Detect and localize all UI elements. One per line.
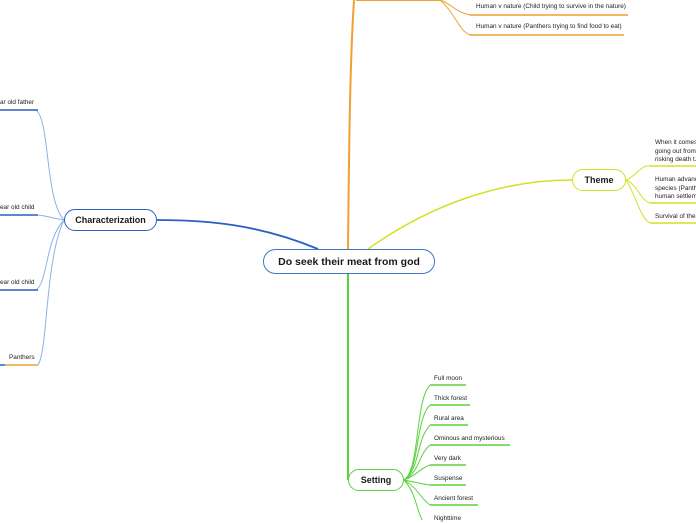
connector-char-2 [35, 214, 65, 221]
setting-item-5[interactable]: Very dark [434, 455, 461, 462]
connector-root-theme [367, 179, 573, 250]
char-item-4[interactable]: Panthers [9, 354, 35, 361]
theme-item-2[interactable]: Human advanc... species (Panth... human … [655, 176, 696, 200]
setting-item-3[interactable]: Rural area [434, 415, 464, 422]
connector-conflict-2 [439, 0, 471, 36]
characterization-node[interactable]: Characterization [64, 209, 157, 231]
connector-set-8 [403, 479, 423, 520]
connector-set-7 [403, 479, 431, 506]
connector-theme-1 [625, 165, 651, 181]
connector-set-4 [403, 444, 431, 481]
connector-set-3 [403, 424, 431, 481]
conflict-item-2-detail: (Panthers trying to find food to eat) [523, 23, 622, 30]
conflict-item-2-label: Human v nature [476, 23, 522, 30]
connector-root-conflict [347, 0, 355, 250]
theme-label: Theme [584, 175, 614, 185]
setting-item-8[interactable]: Nighttime [434, 515, 461, 522]
setting-item-4[interactable]: Ominous and mysterious [434, 435, 505, 442]
connector-set-2 [403, 404, 431, 481]
connector-theme-2 [625, 179, 651, 204]
setting-label: Setting [360, 475, 392, 485]
connector-set-6 [403, 479, 431, 486]
characterization-label: Characterization [75, 215, 146, 225]
conflict-item-1[interactable]: Human v nature (Child trying to survive … [476, 3, 626, 12]
char-item-3[interactable]: ear old child [0, 279, 35, 286]
conflict-item-1-label: Human v nature [476, 3, 522, 10]
setting-item-2[interactable]: Thick forest [434, 395, 468, 402]
theme-node[interactable]: Theme [572, 169, 626, 191]
setting-item-7[interactable]: Ancient forest [434, 495, 474, 502]
connector-char-1 [35, 109, 65, 221]
connector-root-characterization [156, 219, 319, 250]
setting-node[interactable]: Setting [348, 469, 404, 491]
setting-item-6[interactable]: Suspense [434, 475, 463, 482]
char-item-2[interactable]: ear old child [0, 204, 35, 211]
connector-char-3 [35, 219, 65, 291]
conflict-item-1-detail: (Child trying to survive in the nature) [523, 3, 626, 10]
connector-theme-3 [625, 179, 651, 224]
conflict-item-2[interactable]: Human v nature (Panthers trying to find … [476, 23, 622, 32]
connector-conflict-1 [439, 0, 471, 16]
connector-set-5 [403, 464, 431, 481]
theme-item-3[interactable]: Survival of the... [655, 213, 696, 220]
central-topic-label: Do seek their meat from god [278, 255, 420, 268]
setting-item-1[interactable]: Full moon [434, 375, 463, 382]
char-item-1[interactable]: ar old father [0, 99, 35, 106]
connector-char-4 [37, 219, 65, 366]
theme-item-1[interactable]: When it comes... going out from... riski… [655, 139, 696, 163]
central-topic-node[interactable]: Do seek their meat from god [263, 249, 435, 274]
